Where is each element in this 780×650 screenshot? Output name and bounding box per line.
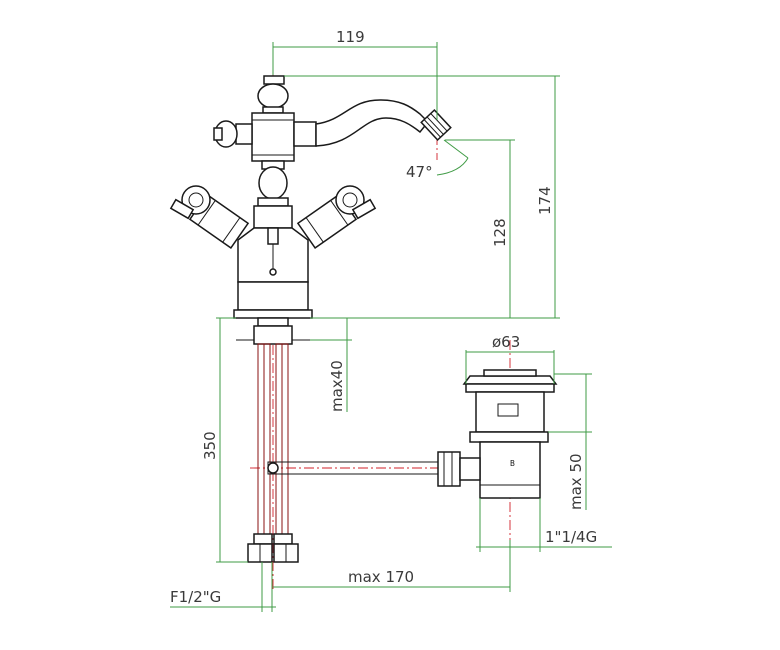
dimension-lines xyxy=(170,42,612,612)
dim-hose-length: 350 xyxy=(201,431,219,460)
mixer-body xyxy=(169,75,452,319)
dim-angle: 47° xyxy=(406,163,433,181)
dim-width-top: 119 xyxy=(336,28,365,46)
dim-height-spout: 128 xyxy=(491,218,509,247)
dim-rod-length: max 170 xyxy=(348,568,414,586)
svg-text:B: B xyxy=(510,459,515,468)
dim-max-deck: max40 xyxy=(328,360,346,412)
dimension-labels: 119 174 128 47° max40 350 ø63 max 50 1"1… xyxy=(170,28,597,606)
dim-waste-diameter: ø63 xyxy=(492,333,520,351)
dim-height-total: 174 xyxy=(536,186,554,215)
supply-hoses xyxy=(236,317,315,563)
dim-waste-height: max 50 xyxy=(567,453,585,510)
dim-waste-thread: 1"1/4G xyxy=(545,528,597,546)
dim-tap-thread: F1/2"G xyxy=(170,588,221,606)
waste-assembly: B xyxy=(437,369,558,499)
